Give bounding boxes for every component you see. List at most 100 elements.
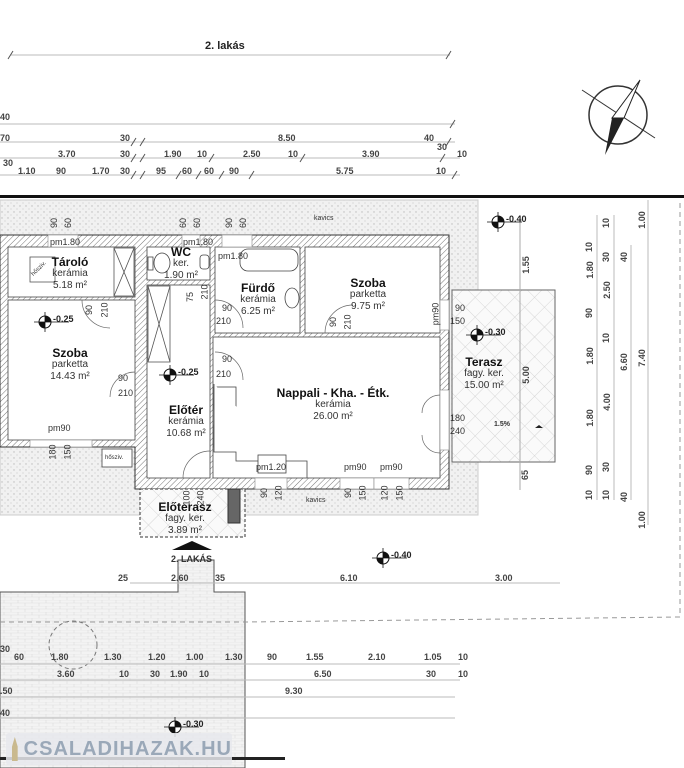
dimension-label: 10 [584, 241, 595, 253]
room-floor: fagy. ker. [464, 368, 504, 379]
dimension-label: 1.55 [306, 652, 324, 662]
opening-label: pm90 [380, 462, 403, 472]
opening-label: 60 [192, 217, 203, 229]
room-name: Fürdő [240, 281, 275, 295]
dimension-label: 10 [288, 149, 299, 159]
dimension-label: 30 [601, 461, 612, 473]
dimension-label: 7.40 [636, 349, 647, 367]
dimension-label: 30 [120, 133, 131, 143]
dimension-label: 90 [229, 166, 240, 176]
opening-label: 100 [181, 490, 192, 506]
dimension-label: 90 [267, 652, 278, 662]
dimension-label: 10 [436, 166, 447, 176]
apartment-title: 2. lakás [205, 40, 245, 52]
dimension-label: 90 [584, 464, 595, 476]
opening-label: pm1.80 [183, 237, 214, 247]
room-area: 10.68 m² [166, 428, 206, 439]
opening-label: 150 [450, 316, 466, 326]
dimension-label: 9.30 [285, 686, 303, 696]
level-label: -0.30 [183, 719, 204, 729]
dimension-label: 3.00 [495, 573, 513, 583]
room-floor: kerámia [168, 416, 204, 427]
dimension-label: 1.55 [520, 256, 531, 274]
dimension-label: 60 [182, 166, 193, 176]
dimension-label: 2.50 [243, 149, 261, 159]
dimension-label: 6.10 [340, 573, 358, 583]
room-floor: parketta [51, 359, 89, 370]
dimension-label: 3.60 [57, 669, 75, 679]
north-arrow-icon [581, 79, 656, 155]
slope-label: 1.5% [494, 421, 510, 428]
dimension-label: 60 [204, 166, 215, 176]
opening-label: 90 [343, 487, 354, 499]
opening-label: 150 [394, 485, 405, 501]
dimension-label: 1.70 [92, 166, 110, 176]
opening-label: 120 [379, 485, 390, 501]
dimension-label: 1.80 [584, 261, 595, 279]
dimension-label: 1.80 [584, 347, 595, 365]
dimension-label: 1.90 [170, 669, 188, 679]
dimension-label: 10 [601, 489, 612, 501]
dimension-label: 2.60 [171, 573, 189, 583]
opening-label: 90 [222, 303, 233, 313]
dimension-label: 1.10 [18, 166, 36, 176]
opening-label: 210 [216, 369, 232, 379]
room-name: Terasz [465, 355, 503, 369]
opening-label: 90 [224, 217, 235, 229]
room-area: 6.25 m² [241, 306, 275, 317]
level-label: -0.30 [485, 327, 506, 337]
room-floor: kerámia [315, 399, 351, 410]
room-area: 5.18 m² [53, 280, 87, 291]
opening-label: 210 [216, 316, 232, 326]
dimension-label: 90 [56, 166, 67, 176]
dimension-label: 30 [120, 166, 131, 176]
opening-label: pm90 [48, 423, 71, 433]
level-label: -0.25 [53, 314, 74, 324]
opening-label: pm90 [344, 462, 367, 472]
opening-label: 150 [62, 444, 73, 460]
dimension-label: 30 [437, 142, 448, 152]
room-name: Szoba [52, 346, 88, 360]
opening-label: 120 [273, 485, 284, 501]
dimension-label: 5.00 [520, 366, 531, 384]
opening-label: 90 [118, 373, 129, 383]
room-floor: parketta [349, 289, 387, 300]
room-area: 9.75 m² [351, 301, 385, 312]
opening-label: 90 [455, 303, 466, 313]
dimension-label: 10 [119, 669, 130, 679]
dimension-label: 30 [0, 644, 11, 654]
dimension-label: 30 [426, 669, 437, 679]
dimension-label: 1.00 [186, 652, 204, 662]
dimension-label: 10 [458, 669, 469, 679]
opening-label: 210 [99, 302, 110, 318]
opening-label: 210 [199, 284, 210, 300]
opening-label: 90 [328, 316, 339, 328]
entrance-label: 2. LAKÁS [171, 554, 213, 564]
dimension-label: 10 [457, 149, 468, 159]
dimension-label: 40 [0, 708, 11, 718]
dimension-label: 30 [150, 669, 161, 679]
room-name: Előtér [168, 403, 203, 417]
dimension-label: 40 [424, 133, 435, 143]
opening-label: pm90 [430, 302, 441, 326]
room-area: 15.00 m² [464, 380, 504, 391]
room-area: 14.43 m² [50, 371, 90, 382]
opening-label: pm1.80 [218, 251, 249, 261]
heat-pump-label: hősziv. [105, 455, 124, 461]
dimension-label: 35 [215, 573, 226, 583]
dimension-label: 10 [601, 217, 612, 229]
dimension-label: 6.60 [618, 353, 629, 371]
dimension-label: 3.70 [58, 149, 76, 159]
dimension-label: 40 [619, 251, 630, 263]
level-label: -0.40 [391, 550, 412, 560]
dimension-label: .50 [0, 686, 13, 696]
dimension-label: 1.30 [104, 652, 122, 662]
opening-label: 60 [178, 217, 189, 229]
